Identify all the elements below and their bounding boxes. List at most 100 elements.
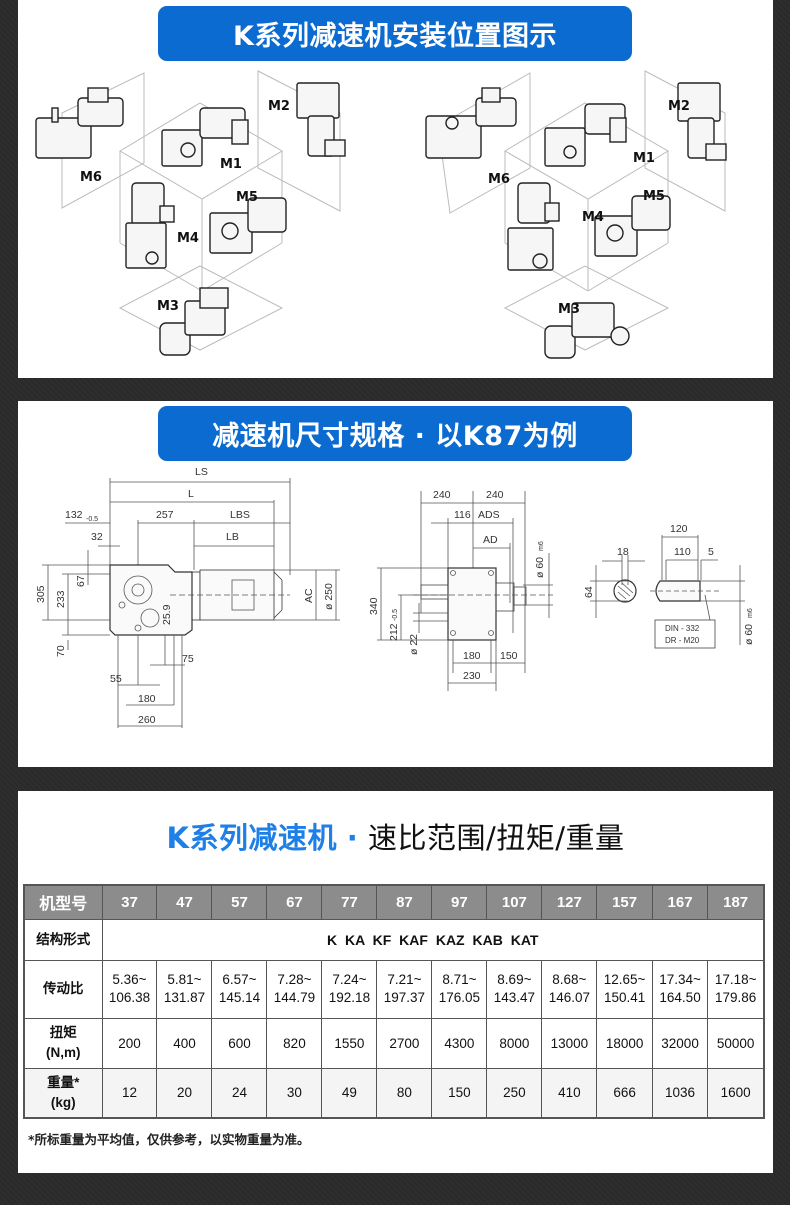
label-m3-left: M3 xyxy=(157,299,179,314)
dim-132: 132 xyxy=(65,509,83,521)
dim-phi22: ø 22 xyxy=(408,634,420,655)
ratio-cell: 7.24~192.18 xyxy=(321,959,378,1019)
weight-cell: 20 xyxy=(156,1067,213,1119)
dim-305: 305 xyxy=(35,585,47,603)
label-m3-right: M3 xyxy=(558,302,580,317)
torque-cell: 32000 xyxy=(651,1017,709,1069)
dim-212: 212 xyxy=(388,623,400,641)
weight-cell: 30 xyxy=(266,1067,323,1119)
header-model: 157 xyxy=(596,884,653,920)
dim-180: 180 xyxy=(138,693,156,705)
weight-cell: 12 xyxy=(101,1067,158,1119)
header-model: 87 xyxy=(376,884,433,920)
section-title-dimensions: 减速机尺寸规格 · 以K87为例 xyxy=(158,406,632,461)
torque-cell: 400 xyxy=(156,1017,213,1069)
weight-label: 重量*(kg) xyxy=(23,1067,103,1119)
dim-120: 120 xyxy=(670,523,688,535)
ratio-cell: 7.28~144.79 xyxy=(266,959,323,1019)
dim-phi60-shaft-tol: m6 xyxy=(747,608,754,618)
dim-ads: ADS xyxy=(478,509,500,521)
header-model: 187 xyxy=(707,884,765,920)
torque-cell: 18000 xyxy=(596,1017,653,1069)
dim-240-right: 240 xyxy=(486,489,504,501)
structure-value: K KA KF KAF KAZ KAB KAT xyxy=(101,918,765,961)
dim-18: 18 xyxy=(617,546,629,558)
dim-260: 260 xyxy=(138,714,156,726)
dim-phi60-tol: m6 xyxy=(538,541,545,551)
weight-cell: 24 xyxy=(211,1067,268,1119)
dim-212-tol: -0.5 xyxy=(392,609,399,621)
weight-cell: 666 xyxy=(596,1067,653,1119)
weight-cell: 49 xyxy=(321,1067,378,1119)
label-m1-right: M1 xyxy=(633,151,655,166)
label-m5-right: M5 xyxy=(643,189,665,204)
title-dot: · xyxy=(346,821,359,855)
dim-180-front: 180 xyxy=(463,650,481,662)
ratio-cell: 7.21~197.37 xyxy=(376,959,433,1019)
title-black-part: 速比范围/扭矩/重量 xyxy=(367,821,625,855)
torque-cell: 1550 xyxy=(321,1017,378,1069)
weight-cell: 410 xyxy=(541,1067,598,1119)
weight-cell: 250 xyxy=(486,1067,543,1119)
side-view-drawing: LS L 132 -0.5 257 LBS 32 LB 305 233 67 7… xyxy=(35,466,340,728)
label-m4-right: M4 xyxy=(582,210,604,225)
weight-cell: 1036 xyxy=(651,1067,709,1119)
torque-label: 扭矩(N,m) xyxy=(23,1017,103,1069)
dim-67: 67 xyxy=(75,575,87,587)
header-model: 47 xyxy=(156,884,213,920)
header-model: 57 xyxy=(211,884,268,920)
table-row-structure: 结构形式 K KA KF KAF KAZ KAB KAT xyxy=(23,918,765,961)
ratio-cell: 6.57~145.14 xyxy=(211,959,268,1019)
torque-cell: 4300 xyxy=(431,1017,488,1069)
dim-phi60-shaft: ø 60 xyxy=(743,624,755,645)
dim-phi250: ø 250 xyxy=(323,583,335,610)
label-m2-left: M2 xyxy=(268,99,290,114)
mounting-positions-panel: K系列减速机安装位置图示 xyxy=(18,0,773,378)
ratio-label: 传动比 xyxy=(23,959,103,1019)
header-model: 37 xyxy=(101,884,158,920)
table-row-ratio: 传动比 5.36~106.38 5.81~131.87 6.57~145.14 … xyxy=(23,959,765,1019)
dim-70: 70 xyxy=(55,645,67,657)
header-model: 107 xyxy=(486,884,543,920)
dim-110: 110 xyxy=(674,546,691,558)
header-model: 97 xyxy=(431,884,488,920)
ratio-cell: 12.65~150.41 xyxy=(596,959,653,1019)
dim-132-tol: -0.5 xyxy=(86,516,98,523)
dim-5: 5 xyxy=(708,546,714,558)
torque-cell: 13000 xyxy=(541,1017,598,1069)
structure-label: 结构形式 xyxy=(23,918,103,961)
dim-ad: AD xyxy=(483,534,498,546)
dim-240-left: 240 xyxy=(433,489,451,501)
dim-150: 150 xyxy=(500,650,518,662)
mounting-diagram-left: M6 M1 M2 M5 M4 M3 xyxy=(35,70,346,356)
torque-cell: 50000 xyxy=(707,1017,765,1069)
dimensions-panel: 减速机尺寸规格 · 以K87为例 xyxy=(18,401,773,767)
label-m5-left: M5 xyxy=(236,190,258,205)
torque-cell: 8000 xyxy=(486,1017,543,1069)
torque-cell: 200 xyxy=(101,1017,158,1069)
dr-label: DR - M20 xyxy=(665,636,700,645)
header-model: 127 xyxy=(541,884,598,920)
torque-cell: 2700 xyxy=(376,1017,433,1069)
weight-cell: 80 xyxy=(376,1067,433,1119)
din-label: DIN - 332 xyxy=(665,624,700,633)
label-m6-left: M6 xyxy=(80,170,102,185)
dim-75: 75 xyxy=(182,653,194,665)
label-m2-right: M2 xyxy=(668,99,690,114)
dim-lbs: LBS xyxy=(230,509,250,521)
weight-cell: 150 xyxy=(431,1067,488,1119)
dim-257: 257 xyxy=(156,509,174,521)
weight-footnote: *所标重量为平均值，仅供参考，以实物重量为准。 xyxy=(28,1132,310,1147)
dim-l: L xyxy=(188,488,194,500)
label-m4-left: M4 xyxy=(177,231,199,246)
label-m1-left: M1 xyxy=(220,157,242,172)
header-model: 167 xyxy=(651,884,709,920)
ratio-cell: 8.71~176.05 xyxy=(431,959,488,1019)
ratio-cell: 5.36~106.38 xyxy=(101,959,158,1019)
title-blue-part: K系列减速机 xyxy=(166,821,337,855)
header-model: 77 xyxy=(321,884,378,920)
table-row-weight: 重量*(kg) 12 20 24 30 49 80 150 250 410 66… xyxy=(23,1067,765,1119)
dim-116: 116 xyxy=(454,509,471,521)
dim-25-9: 25.9 xyxy=(161,604,173,625)
ratio-cell: 17.18~179.86 xyxy=(707,959,765,1019)
